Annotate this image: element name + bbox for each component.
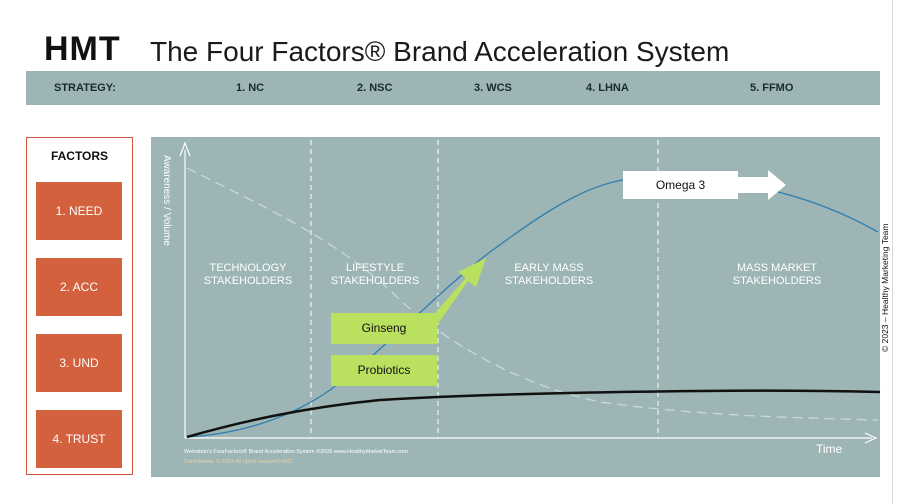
strategy-item-ffmo: 5. FFMO xyxy=(750,82,794,94)
page-title: The Four Factors® Brand Acceleration Sys… xyxy=(150,36,730,67)
strategy-bar: STRATEGY: 1. NC 2. NSC 3. WCS 4. LHNA 5.… xyxy=(26,71,880,105)
hmt-logo: HMT xyxy=(44,30,121,68)
adoption-curve xyxy=(186,177,879,438)
omega-box: Omega 3 xyxy=(623,171,738,199)
factor-trust: 4. TRUST xyxy=(36,410,122,468)
factor-acc: 2. ACC xyxy=(36,258,122,316)
footer-credit: Weinstein's FourFactors® Brand Accelerat… xyxy=(184,449,408,455)
x-axis-label: Time xyxy=(816,442,843,456)
y-axis-arrow xyxy=(179,141,191,157)
strategy-item-nsc: 2. NSC xyxy=(357,82,393,94)
factor-need: 1. NEED xyxy=(36,182,122,240)
strategy-item-nc: 1. NC xyxy=(236,82,265,94)
baseline-curve xyxy=(186,389,881,439)
strategy-label: STRATEGY: xyxy=(54,82,116,94)
x-axis-arrow xyxy=(864,432,878,444)
decline-curve xyxy=(186,167,879,421)
y-axis-label: Awareness / Volume xyxy=(161,155,172,246)
factors-heading: FACTORS xyxy=(50,149,109,163)
footer-confidential: Confidential. © 2022 All rights reserved… xyxy=(184,459,293,465)
strategy-item-wcs: 3. WCS xyxy=(474,82,512,94)
omega-arrow xyxy=(735,170,786,200)
strategy-item-lhna: 4. LHNA xyxy=(586,82,629,94)
ginseng-box: Ginseng xyxy=(331,313,437,344)
copyright-wrap: © 2023 – Healthy Marketing Team xyxy=(878,212,892,352)
page-divider xyxy=(892,0,893,504)
factor-und: 3. UND xyxy=(36,334,122,392)
copyright-text: © 2023 – Healthy Marketing Team xyxy=(880,223,890,352)
probiotics-box: Probiotics xyxy=(331,355,437,386)
